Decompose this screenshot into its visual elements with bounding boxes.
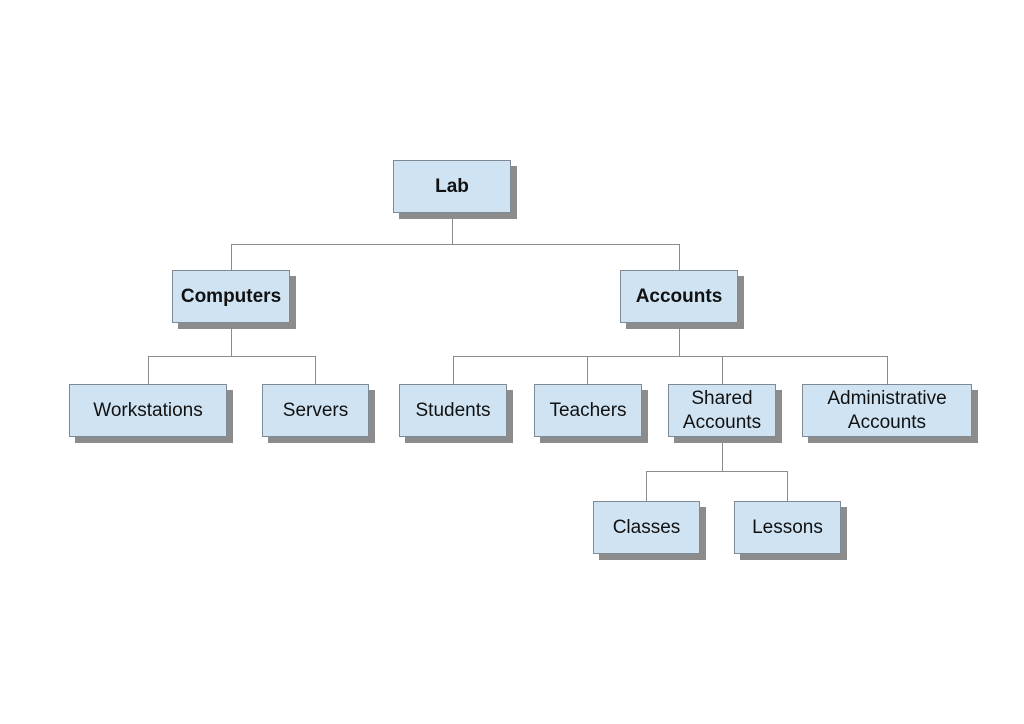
connector-to-workstations — [148, 356, 149, 385]
node-students-label: Students — [415, 399, 491, 421]
node-teachers[interactable]: Teachers — [534, 384, 642, 437]
connector-computers-bar — [148, 356, 316, 357]
connector-to-computers — [231, 244, 232, 271]
node-shared-accounts-label: Shared Accounts — [682, 387, 762, 433]
connector-lab-level1-bar — [231, 244, 680, 245]
connector-computers-down — [231, 323, 232, 357]
connector-to-classes — [646, 471, 647, 501]
node-lab-label: Lab — [435, 175, 469, 197]
node-shared-accounts[interactable]: Shared Accounts — [668, 384, 776, 437]
node-workstations[interactable]: Workstations — [69, 384, 227, 437]
node-students[interactable]: Students — [399, 384, 507, 437]
connector-to-servers — [315, 356, 316, 385]
node-lab[interactable]: Lab — [393, 160, 511, 213]
node-computers-label: Computers — [180, 285, 282, 307]
node-lessons-label: Lessons — [752, 516, 823, 538]
node-classes-label: Classes — [612, 516, 681, 538]
connector-to-lessons — [787, 471, 788, 501]
node-administrative-accounts-label: Administrative Accounts — [827, 387, 947, 433]
connector-to-students — [453, 356, 454, 385]
connector-to-administrative-accounts — [887, 356, 888, 385]
node-servers[interactable]: Servers — [262, 384, 369, 437]
node-lessons[interactable]: Lessons — [734, 501, 841, 554]
node-workstations-label: Workstations — [93, 399, 203, 421]
connector-to-shared-accounts — [722, 356, 723, 385]
connector-accounts-bar — [453, 356, 888, 357]
node-computers[interactable]: Computers — [172, 270, 290, 323]
node-teachers-label: Teachers — [549, 399, 627, 421]
connector-accounts-down — [679, 323, 680, 357]
connector-lab-down — [452, 213, 453, 244]
connector-shared-accounts-bar — [646, 471, 788, 472]
connector-to-teachers — [587, 356, 588, 385]
node-accounts-label: Accounts — [635, 285, 723, 307]
node-servers-label: Servers — [282, 399, 349, 421]
connector-to-accounts — [679, 244, 680, 271]
node-administrative-accounts[interactable]: Administrative Accounts — [802, 384, 972, 437]
connector-shared-accounts-down — [722, 437, 723, 472]
node-classes[interactable]: Classes — [593, 501, 700, 554]
node-accounts[interactable]: Accounts — [620, 270, 738, 323]
